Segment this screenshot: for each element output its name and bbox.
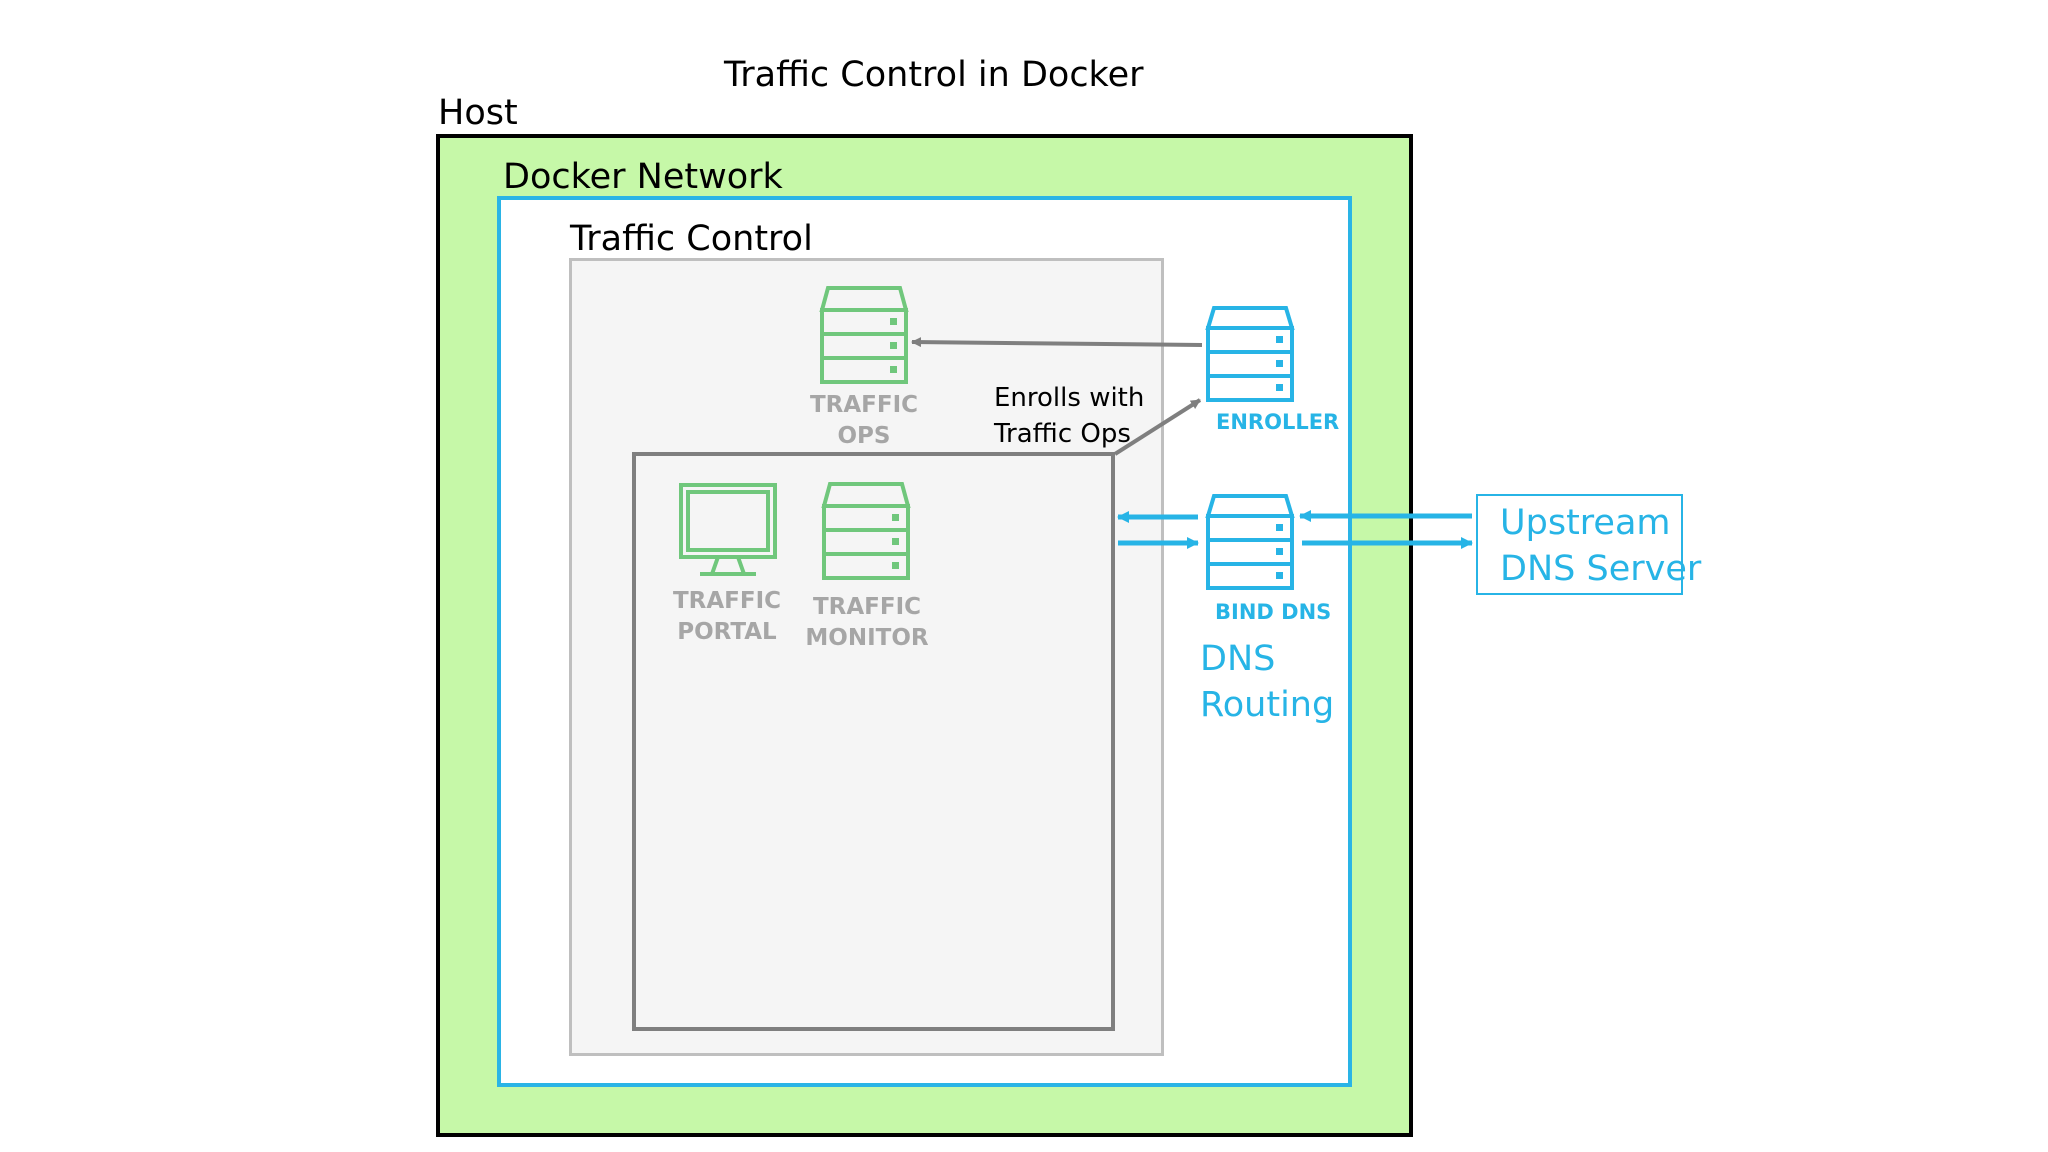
upstream-dns-line1: Upstream	[1500, 503, 1671, 543]
traffic-ops-label-line1: TRAFFIC	[809, 392, 919, 418]
enroller-label: ENROLLER	[1216, 410, 1340, 434]
bind-dns-server-icon	[1205, 494, 1295, 590]
traffic-portal-monitor-icon	[679, 483, 777, 576]
upstream-dns-server-box	[1476, 494, 1683, 595]
enroll-note-line1: Enrolls with	[994, 383, 1145, 413]
traffic-ops-server-icon	[819, 286, 909, 384]
enroll-note-line2: Traffic Ops	[994, 419, 1131, 449]
traffic-control-label: Traffic Control	[570, 219, 813, 259]
dns-routing-line1: DNS	[1200, 639, 1276, 679]
host-label: Host	[438, 93, 518, 133]
traffic-monitor-server-icon	[821, 482, 911, 580]
enroller-server-icon	[1205, 306, 1295, 402]
dns-routing-line2: Routing	[1200, 685, 1335, 725]
arrow-group-to-enroller	[1113, 398, 1202, 456]
upstream-dns-line2: DNS Server	[1500, 549, 1702, 589]
traffic-portal-label-line2: PORTAL	[677, 619, 777, 645]
traffic-portal-label-line1: TRAFFIC	[672, 588, 782, 614]
bind-dns-label: BIND DNS	[1215, 600, 1332, 624]
traffic-monitor-label-line2: MONITOR	[805, 625, 929, 651]
arrow-enroller-to-traffic-ops	[911, 337, 1203, 348]
docker-network-label: Docker Network	[503, 157, 783, 197]
traffic-portal-label: TRAFFIC PORTAL	[666, 586, 788, 648]
upstream-dns-label: Upstream DNS Server	[1500, 500, 1701, 592]
traffic-monitor-label: TRAFFIC MONITOR	[800, 592, 934, 654]
dns-routing-label: DNS Routing	[1200, 636, 1334, 728]
enroll-note: Enrolls with Traffic Ops	[994, 380, 1144, 452]
traffic-monitor-label-line1: TRAFFIC	[812, 594, 922, 620]
traffic-ops-label-line2: OPS	[837, 423, 891, 449]
diagram-title: Traffic Control in Docker	[724, 55, 1144, 95]
traffic-ops-label: TRAFFIC OPS	[806, 390, 922, 452]
